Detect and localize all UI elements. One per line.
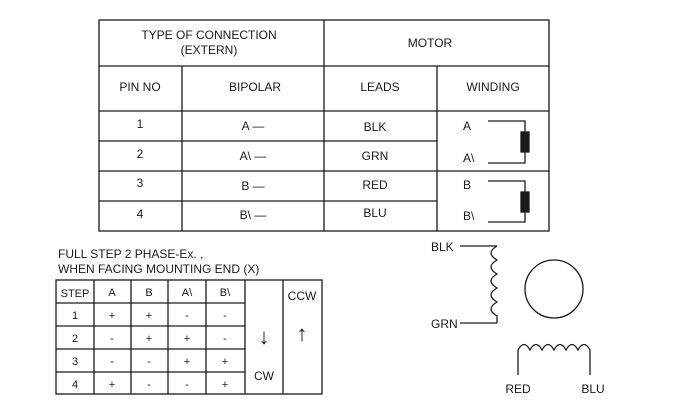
winding-cell: B\ (463, 209, 475, 223)
step-cell: + (146, 310, 152, 322)
pin-cell: 2 (137, 147, 144, 161)
header-motor: MOTOR (408, 36, 453, 50)
bipolar-cell: B\ — (240, 208, 267, 222)
step-cell: - (185, 310, 189, 322)
step-table-frame (55, 279, 323, 395)
step-cell: + (109, 379, 115, 391)
pin-cell: 3 (137, 176, 144, 190)
winding-a-symbol (488, 120, 530, 164)
step-cell: - (110, 333, 114, 345)
step-header-cell: A (108, 287, 116, 299)
step-cell: + (109, 310, 115, 322)
header-extern: (EXTERN) (181, 43, 238, 57)
step-cell: + (146, 333, 152, 345)
winding-b-symbol (488, 180, 530, 223)
lead-cell: BLK (364, 120, 387, 134)
lead-cell: BLU (363, 206, 386, 220)
step-cell: - (110, 356, 114, 368)
motor-label-blk: BLK (431, 240, 454, 254)
motor-label-blu: BLU (581, 382, 604, 396)
pin-cell: 4 (137, 207, 144, 221)
step-cell: + (184, 333, 190, 345)
step-cell: 1 (72, 310, 78, 322)
phase-a-coil (490, 245, 499, 323)
winding-cell: A\ (463, 151, 475, 165)
col-leads: LEADS (360, 80, 399, 94)
step-cell: - (223, 333, 227, 345)
step-cell: 2 (72, 333, 78, 345)
col-bipolar: BIPOLAR (229, 80, 281, 94)
lead-cell: RED (362, 178, 388, 192)
step-header-cell: A\ (182, 287, 193, 299)
winding-cell: B (463, 178, 471, 192)
step-cell: - (147, 379, 151, 391)
header-type-of-connection: TYPE OF CONNECTION (141, 28, 276, 42)
step-caption-line2: WHEN FACING MOUNTING END (X) (58, 262, 259, 276)
step-header-cell: B (145, 287, 152, 299)
phase-b-coil (517, 343, 591, 375)
step-header-cell: B\ (220, 287, 231, 299)
step-cell: - (185, 379, 189, 391)
cw-label: CW (254, 369, 275, 383)
step-cell: + (222, 379, 228, 391)
motor-label-grn: GRN (431, 317, 458, 331)
bipolar-cell: A\ — (240, 149, 267, 163)
cw-arrow-icon: ↓ (259, 324, 270, 349)
bipolar-cell: A — (242, 119, 265, 133)
step-cell: - (223, 310, 227, 322)
step-cell: + (222, 356, 228, 368)
lead-cell: GRN (362, 149, 389, 163)
pin-cell: 1 (137, 117, 144, 131)
step-cell: 3 (72, 356, 78, 368)
ccw-arrow-icon: ↑ (297, 321, 308, 346)
ccw-label: CCW (288, 289, 317, 303)
step-cell: 4 (72, 379, 78, 391)
step-header-cell: STEP (61, 288, 90, 300)
winding-cell: A (463, 119, 471, 133)
step-caption-line1: FULL STEP 2 PHASE-Ex. , (58, 247, 203, 261)
col-pin-no: PIN NO (119, 80, 160, 94)
step-cell: + (184, 356, 190, 368)
motor-label-red: RED (505, 382, 531, 396)
motor-rotor-circle (524, 259, 584, 319)
step-cell: - (147, 356, 151, 368)
col-winding: WINDING (466, 80, 519, 94)
bipolar-cell: B — (241, 179, 264, 193)
